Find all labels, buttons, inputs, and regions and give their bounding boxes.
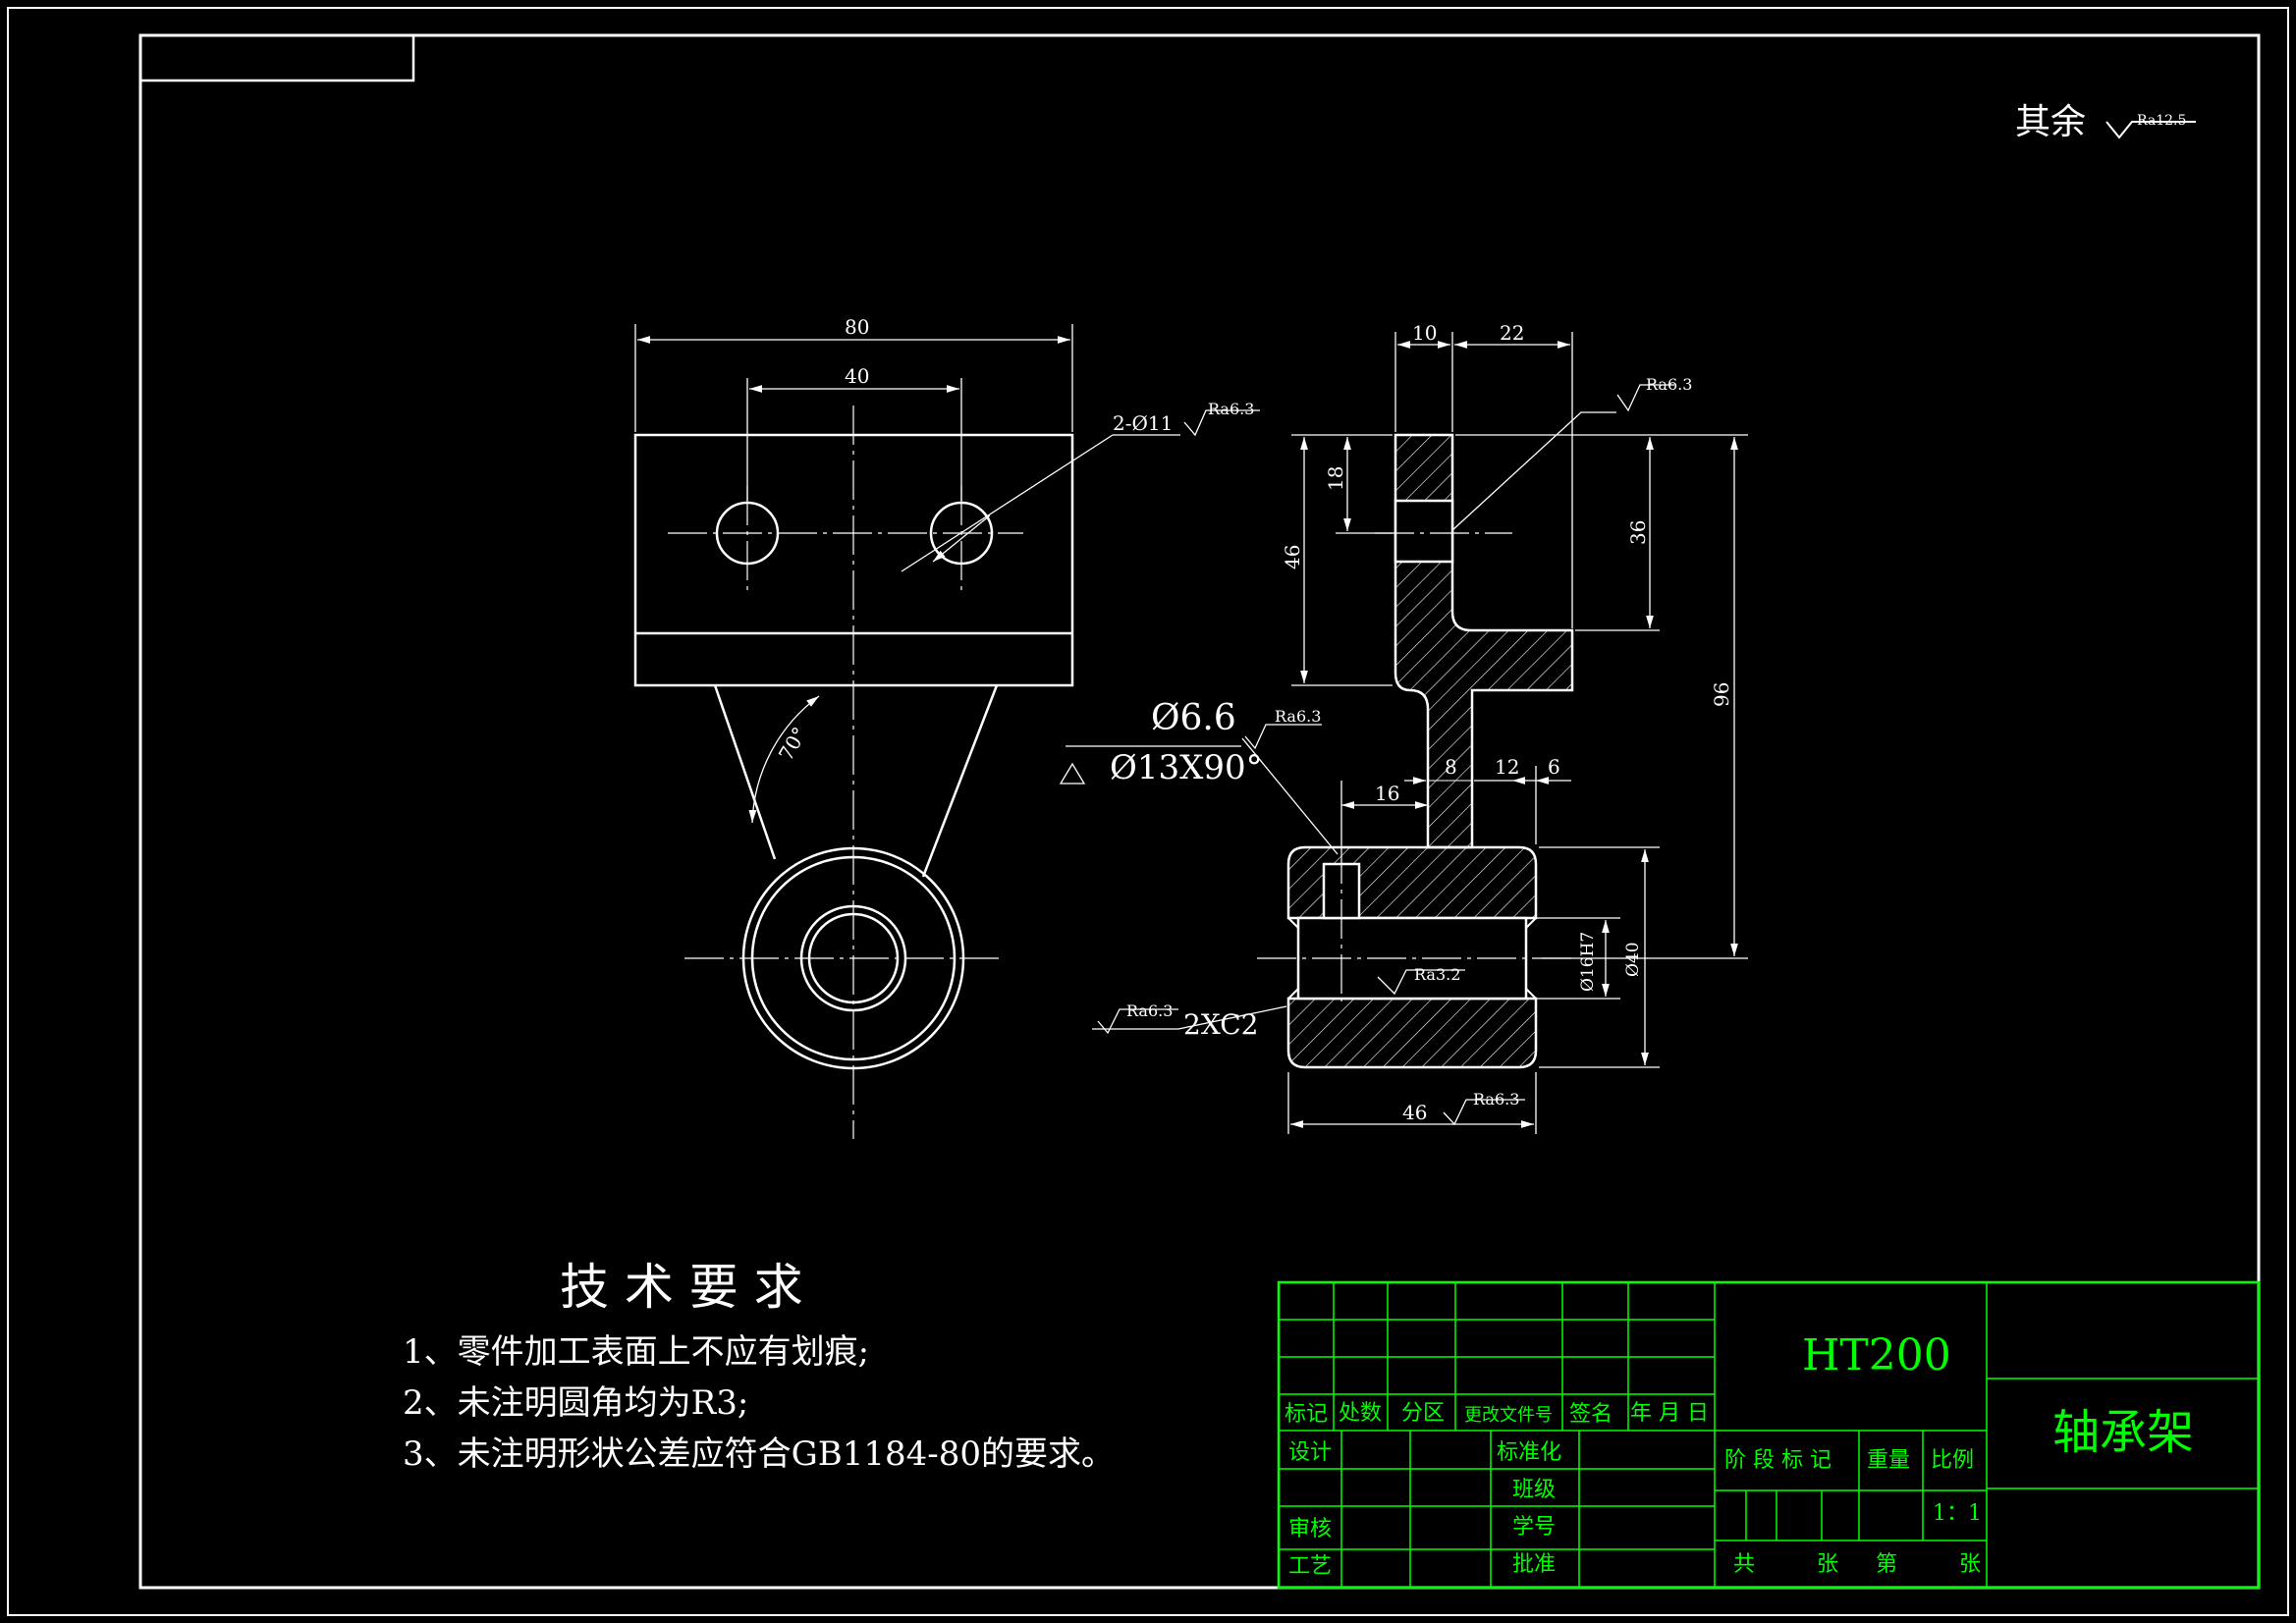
- ra-chamfer: Ra6.3: [1126, 1001, 1173, 1020]
- dim-40: 40: [845, 364, 869, 388]
- tech-item-3: 3、未注明形状公差应符合GB1184-80的要求。: [403, 1434, 1115, 1474]
- side-view: [1286, 433, 1574, 1069]
- rib-right-edge: [921, 684, 999, 878]
- title-block-text: HT200 轴承架 标记 处数 分区 更改文件号 签名 年 月 日 设计 标准化…: [1285, 1330, 2194, 1579]
- boss-lower-section: [1286, 997, 1538, 1069]
- side-view-centerlines: [1257, 532, 1571, 1001]
- label-biaozhunhua: 标准化: [1497, 1440, 1561, 1465]
- dim-bore: Ø16H7: [1578, 932, 1598, 992]
- chamfer-callout: 2XC2: [1183, 1008, 1259, 1041]
- oil-hole-callout-1: Ø6.6: [1151, 698, 1236, 738]
- tech-item-2: 2、未注明圆角均为R3;: [403, 1383, 748, 1423]
- dim-46-vertical: 46: [1281, 545, 1304, 569]
- surface-note: 其余 Ra12.5: [2015, 102, 2196, 142]
- ra-bore: Ra3.2: [1414, 965, 1460, 984]
- ra-top: Ra6.3: [1646, 375, 1692, 394]
- label-genggai: 更改文件号: [1464, 1405, 1553, 1426]
- dim-outer: Ø40: [1623, 942, 1643, 977]
- label-pizhun: 批准: [1512, 1552, 1556, 1577]
- hole-ra: Ra6.3: [1208, 400, 1254, 418]
- label-gong: 共: [1733, 1552, 1755, 1577]
- front-view-centerlines: [668, 406, 1023, 1139]
- label-zhang1: 张: [1817, 1552, 1838, 1577]
- tech-title: 技 术 要 求: [560, 1259, 803, 1316]
- label-banji: 班级: [1512, 1478, 1556, 1502]
- ra-bottom: Ra6.3: [1473, 1090, 1519, 1109]
- dim-22: 22: [1500, 321, 1524, 345]
- label-nianyueri: 年 月 日: [1630, 1401, 1709, 1426]
- material: HT200: [1802, 1330, 1951, 1380]
- hole-callout: 2-Ø11: [1113, 411, 1173, 435]
- dim-36: 36: [1626, 520, 1650, 545]
- mounting-hole-section: [1394, 499, 1454, 564]
- dim-6: 6: [1548, 755, 1560, 779]
- dim-96: 96: [1710, 682, 1733, 707]
- dim-80: 80: [845, 315, 869, 339]
- part-name: 轴承架: [2052, 1405, 2194, 1460]
- dim-12: 12: [1495, 755, 1519, 779]
- surface-note-ra: Ra12.5: [2137, 113, 2186, 129]
- rib-left-edge: [713, 684, 777, 860]
- label-chushu: 处数: [1339, 1401, 1382, 1426]
- tech-requirements: 技 术 要 求 1、零件加工表面上不应有划痕; 2、未注明圆角均为R3; 3、未…: [403, 1259, 1115, 1474]
- scale-value: 1：1: [1933, 1501, 1982, 1526]
- side-view-dimensions: [1059, 332, 1748, 1134]
- tech-item-1: 1、零件加工表面上不应有划痕;: [403, 1332, 869, 1372]
- label-zhongliang: 重量: [1867, 1448, 1910, 1473]
- dim-8: 8: [1445, 755, 1457, 779]
- label-di: 第: [1876, 1552, 1897, 1577]
- dim-18: 18: [1324, 466, 1347, 491]
- label-jieduan: 阶 段 标 记: [1724, 1448, 1831, 1473]
- title-block: [1277, 1280, 2261, 1590]
- label-gongyi: 工艺: [1288, 1554, 1332, 1579]
- label-biaoji: 标记: [1285, 1402, 1328, 1427]
- label-zhang2: 张: [1959, 1552, 1981, 1577]
- ra-oil-hole: Ra6.3: [1275, 707, 1321, 726]
- label-qianming: 签名: [1569, 1402, 1613, 1427]
- roughness-symbol-icon: [2105, 121, 2196, 139]
- front-view-dimensions: [634, 324, 1260, 824]
- oil-hole-callout-2: Ø13X90°: [1110, 748, 1263, 787]
- side-view-dim-text: 10 22 18 46 36 96 8 12 6 16 Ø16H7 Ø40 46…: [1110, 321, 1733, 1124]
- label-bili: 比例: [1931, 1448, 1974, 1473]
- label-shenhe: 审核: [1288, 1517, 1332, 1542]
- label-fenqu: 分区: [1401, 1401, 1445, 1426]
- surface-note-label: 其余: [2015, 102, 2086, 142]
- dim-10: 10: [1412, 321, 1437, 345]
- label-sheji: 设计: [1288, 1440, 1332, 1465]
- dim-46-bottom: 46: [1402, 1101, 1427, 1124]
- sheet-frame: [7, 7, 2289, 1616]
- dim-16: 16: [1375, 782, 1399, 805]
- label-xuehao: 学号: [1512, 1515, 1556, 1540]
